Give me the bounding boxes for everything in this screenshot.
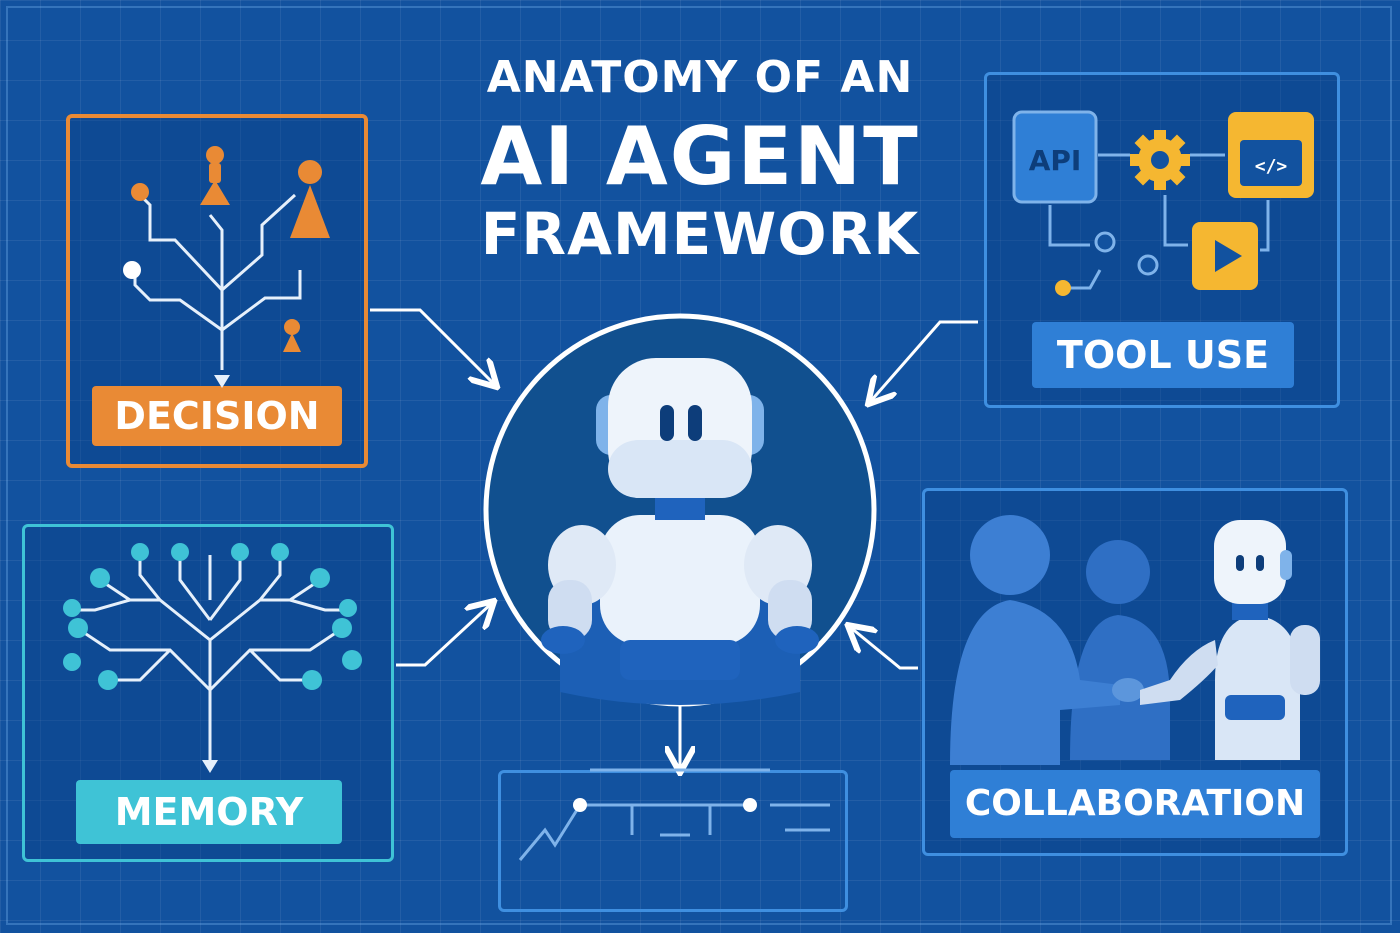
svg-text:</>: </> bbox=[1255, 156, 1288, 177]
outer-frame bbox=[6, 6, 1392, 925]
tool-use-label: TOOL USE bbox=[1032, 322, 1294, 388]
svg-text:API: API bbox=[1029, 144, 1082, 177]
collab-robot-icon bbox=[1140, 520, 1320, 760]
play-icon bbox=[1192, 222, 1258, 290]
connector-arrows bbox=[370, 308, 978, 770]
title-line-1: ANATOMY OF AN bbox=[486, 52, 914, 103]
decision-label: DECISION bbox=[92, 386, 342, 446]
api-icon: API bbox=[1012, 110, 1098, 204]
code-window-icon: </> bbox=[1228, 112, 1314, 198]
people-handshake-icon bbox=[950, 515, 1170, 765]
title-line-3: FRAMEWORK bbox=[480, 200, 920, 268]
title-line-2: AI AGENT bbox=[480, 110, 920, 203]
flow-chart-icon bbox=[518, 768, 830, 861]
robot-icon bbox=[541, 358, 819, 705]
collaboration-label: COLLABORATION bbox=[950, 770, 1320, 838]
decision-tree-icon bbox=[123, 183, 302, 388]
memory-label: MEMORY bbox=[76, 780, 342, 844]
memory-tree-icon bbox=[63, 543, 362, 773]
gear-icon bbox=[1130, 130, 1190, 190]
chess-pawn-icon bbox=[200, 146, 330, 352]
tool-connectors bbox=[1048, 153, 1270, 296]
